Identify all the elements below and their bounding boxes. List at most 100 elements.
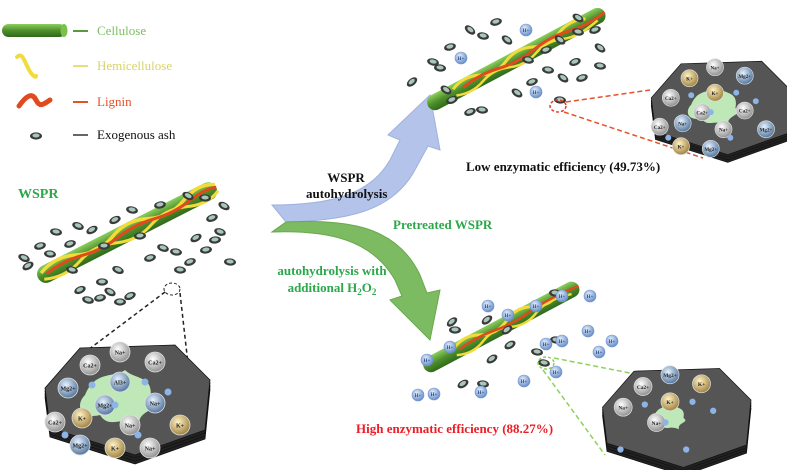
svg-text:H+: H+ <box>523 29 530 34</box>
lower-ash-hexagon: Ca2+Mg2+K+Na+K+Na+ <box>602 365 752 470</box>
small-ion-icon <box>707 109 714 116</box>
hydrogen-ion-icon: H+ <box>539 337 553 351</box>
metal-ion-icon: Mg2+ <box>757 120 775 139</box>
svg-text:K+: K+ <box>111 447 120 453</box>
small-ion-icon <box>683 446 690 453</box>
ash-particle-icon <box>125 205 139 215</box>
small-ion-icon <box>665 134 672 141</box>
metal-ion-icon: Na+ <box>706 58 724 77</box>
ash-particle-icon <box>510 86 524 100</box>
ash-particle-icon <box>143 252 157 264</box>
ash-particle-icon <box>173 265 187 275</box>
svg-text:Na+: Na+ <box>719 127 728 133</box>
metal-ion-icon: Ca2+ <box>44 411 66 433</box>
svg-text:Ca2+: Ca2+ <box>696 110 708 116</box>
ash-particle-icon <box>156 242 170 254</box>
lower-process-arrow <box>270 221 441 342</box>
small-ion-icon <box>710 407 717 414</box>
hydrogen-ion-icon: H+ <box>411 388 425 402</box>
legend-hemicellulose-icon <box>15 53 88 79</box>
lower-particle-cloud: H+H+H+H+H+H+H+H+H+H+H+H+H+H+H+H+H+ <box>411 289 619 402</box>
h2o2-sub-1: 2 <box>357 287 362 297</box>
svg-text:K+: K+ <box>176 424 185 430</box>
hydrogen-ion-icon: H+ <box>555 289 569 303</box>
ash-particle-icon <box>199 245 213 255</box>
svg-text:Na+: Na+ <box>150 402 161 408</box>
ash-particle-icon <box>71 220 85 232</box>
metal-ion-icon: K+ <box>660 392 680 412</box>
ash-particle-icon <box>223 257 237 267</box>
svg-text:Ca2+: Ca2+ <box>654 125 666 131</box>
ash-particle-icon <box>448 326 462 334</box>
ash-particle-icon <box>530 347 544 357</box>
metal-ion-icon: Na+ <box>647 413 666 432</box>
small-ion-icon <box>134 431 142 439</box>
metal-ion-icon: Na+ <box>119 414 141 436</box>
ash-particle-icon <box>183 256 197 268</box>
small-ion-icon <box>61 431 69 439</box>
svg-text:Mg2+: Mg2+ <box>72 444 88 450</box>
ash-particle-icon <box>456 377 470 391</box>
small-ion-icon <box>752 98 759 105</box>
svg-text:Na+: Na+ <box>652 421 662 427</box>
legend-ash-icon <box>30 132 88 140</box>
legend-cellulose-rod-icon <box>2 24 88 37</box>
metal-ion-icon: K+ <box>680 69 699 88</box>
h2o2-text-h: additional H <box>287 280 358 295</box>
small-ion-icon <box>88 381 96 389</box>
small-ion-icon <box>111 401 119 409</box>
svg-text:H+: H+ <box>553 371 560 376</box>
ash-particle-icon <box>123 290 137 302</box>
ash-particle-icon <box>489 16 503 28</box>
svg-text:H+: H+ <box>543 343 550 348</box>
upper-process-arrow <box>270 93 441 223</box>
ash-particle-icon <box>95 278 109 286</box>
upper-process-label-line2: autohydrolysis <box>306 186 388 201</box>
svg-text:Ca2+: Ca2+ <box>637 385 649 391</box>
lower-process-label-line1: autohydrolysis with <box>277 263 387 278</box>
legend-label-lignin: Lignin <box>97 94 132 109</box>
hydrogen-ion-icon: H+ <box>481 299 495 313</box>
svg-text:Mg2+: Mg2+ <box>97 404 113 410</box>
upper-pretreated-fiber <box>427 7 606 111</box>
metal-ion-icon: K+ <box>71 407 93 429</box>
metal-ion-icon: K+ <box>706 83 724 102</box>
svg-text:H+: H+ <box>431 393 438 398</box>
ash-particle-icon <box>443 42 457 52</box>
svg-text:K+: K+ <box>678 144 685 150</box>
ash-particle-icon <box>111 264 125 276</box>
small-ion-icon <box>727 134 734 141</box>
metal-ion-icon: Ca2+ <box>650 117 669 136</box>
svg-text:Na+: Na+ <box>115 351 126 357</box>
small-ion-icon <box>141 378 149 386</box>
hydrogen-ion-icon: H+ <box>583 289 597 303</box>
hydrogen-ion-icon: H+ <box>529 299 543 313</box>
svg-text:H+: H+ <box>559 295 566 300</box>
svg-text:Ca2+: Ca2+ <box>83 364 97 370</box>
hydrogen-ion-icon: H+ <box>592 345 606 359</box>
svg-text:Mg2+: Mg2+ <box>738 74 751 80</box>
small-ion-icon <box>688 92 695 99</box>
svg-text:Al3+: Al3+ <box>114 381 127 387</box>
metal-ion-icon: Mg2+ <box>69 434 91 456</box>
ash-particle-icon <box>93 293 107 303</box>
svg-text:K+: K+ <box>698 382 705 388</box>
lower-process-label-line2: additional H2O2 <box>264 279 400 301</box>
metal-ion-icon: K+ <box>692 374 711 394</box>
svg-text:K+: K+ <box>686 76 693 82</box>
small-ion-icon <box>641 401 648 408</box>
metal-ion-icon: Ca2+ <box>633 377 653 396</box>
small-ion-icon <box>689 398 696 405</box>
hydrogen-ion-icon: H+ <box>501 308 515 322</box>
metal-ion-icon: Mg2+ <box>735 66 754 85</box>
svg-text:Ca2+: Ca2+ <box>665 96 677 102</box>
pretreated-wspr-label: Pretreated WSPR <box>393 217 493 232</box>
ash-particle-icon <box>73 284 87 296</box>
small-ion-icon <box>733 89 740 96</box>
legend-label-hemicellulose: Hemicellulose <box>97 58 173 73</box>
metal-ion-icon: Mg2+ <box>57 377 79 399</box>
svg-text:H+: H+ <box>424 359 431 364</box>
metal-ion-icon: Na+ <box>714 120 733 139</box>
svg-text:Na+: Na+ <box>145 447 156 453</box>
